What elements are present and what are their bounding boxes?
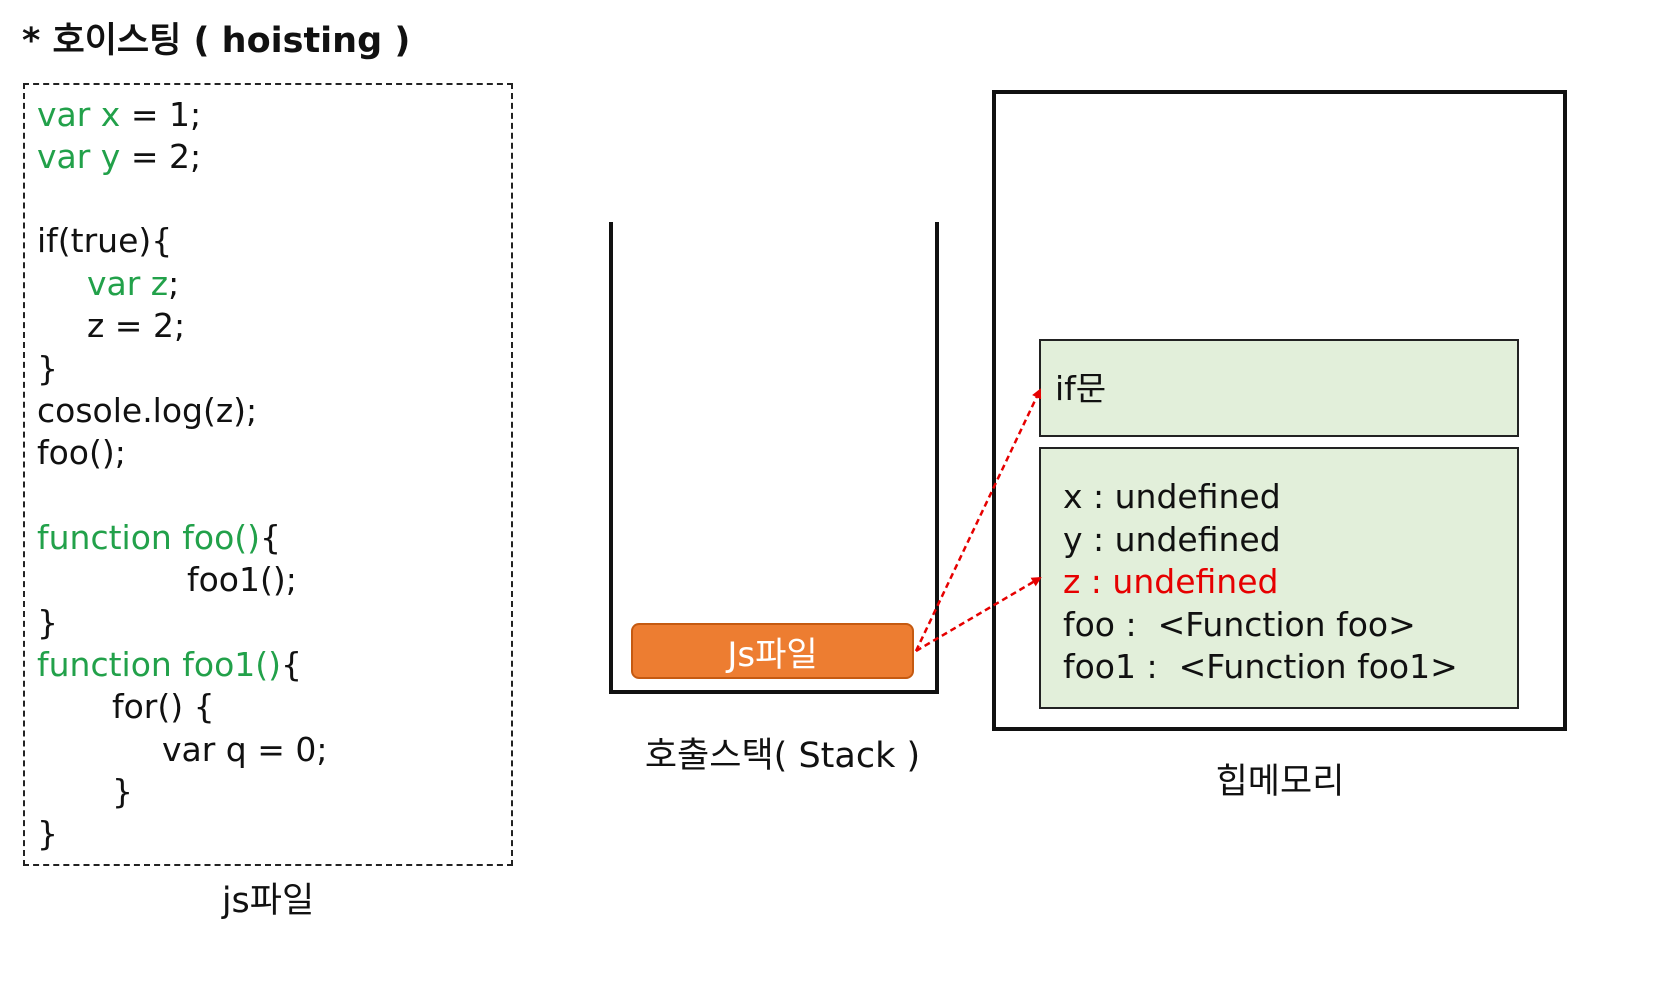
- code-line: var q = 0;: [162, 730, 328, 770]
- heap-variable: x : undefined: [1063, 477, 1281, 516]
- code-line: foo1();: [187, 560, 297, 600]
- code-text: {: [281, 645, 303, 684]
- code-text: }: [112, 772, 133, 811]
- code-line: cosole.log(z);: [37, 391, 257, 431]
- code-line: function foo(){: [37, 518, 281, 558]
- code-text: = 1;: [120, 95, 202, 134]
- code-line: }: [37, 603, 58, 643]
- code-line: }: [37, 349, 58, 389]
- stack-caption: 호출스택( Stack ): [644, 736, 921, 776]
- stack-frame-js-file[interactable]: Js파일: [631, 623, 914, 679]
- code-line: for() {: [112, 687, 215, 727]
- code-text: for() {: [112, 687, 215, 726]
- code-line: var x = 1;: [37, 95, 201, 135]
- page-title: * 호이스팅 ( hoisting ): [22, 21, 411, 61]
- heap-variable: foo : <Function foo>: [1063, 604, 1416, 644]
- heap-variable: z : undefined: [1063, 562, 1279, 601]
- heap-memory: [992, 90, 1567, 731]
- code-keyword: var z: [87, 264, 169, 303]
- code-text: cosole.log(z);: [37, 391, 258, 430]
- code-text: }: [37, 603, 58, 642]
- code-text: }: [37, 349, 58, 388]
- code-text: z = 2;: [87, 306, 186, 345]
- code-text: var q = 0;: [162, 730, 328, 769]
- code-keyword: var y: [37, 137, 121, 176]
- code-caption: js파일: [221, 881, 315, 921]
- code-line: }: [112, 772, 133, 812]
- code-line: z = 2;: [87, 306, 185, 346]
- code-box: var x = 1;var y = 2; if(true){ var z;z = 2…: [23, 83, 513, 866]
- code-text: = 2;: [120, 137, 202, 176]
- heap-variable: y : undefined: [1063, 519, 1281, 559]
- code-keyword: var x: [37, 95, 121, 134]
- code-line: var z;: [87, 264, 179, 304]
- arrow-to-global-scope: [915, 576, 1042, 653]
- code-line: function foo1(){: [37, 645, 302, 685]
- heap-caption: 힙메모리: [1215, 762, 1345, 802]
- heap-variable: foo1 : <Function foo1>: [1063, 647, 1458, 686]
- code-line: foo();: [37, 433, 126, 473]
- code-text: ;: [168, 264, 180, 303]
- call-stack: [609, 222, 939, 694]
- code-text: {: [260, 518, 282, 557]
- code-line: var y = 2;: [37, 137, 201, 177]
- code-keyword: function foo1(): [37, 645, 282, 684]
- code-line: if(true){: [37, 221, 172, 261]
- arrow-to-if-scope: [914, 388, 1042, 652]
- if-scope-label: if문: [1055, 369, 1107, 408]
- code-text: if(true){: [37, 221, 173, 260]
- code-text: foo();: [37, 433, 126, 472]
- code-line: }: [37, 814, 58, 854]
- code-text: }: [37, 814, 58, 853]
- stack-frame-label: Js파일: [727, 634, 818, 675]
- code-text: foo1();: [187, 560, 297, 599]
- if-scope-box: if문: [1039, 339, 1519, 437]
- code-keyword: function foo(): [37, 518, 261, 557]
